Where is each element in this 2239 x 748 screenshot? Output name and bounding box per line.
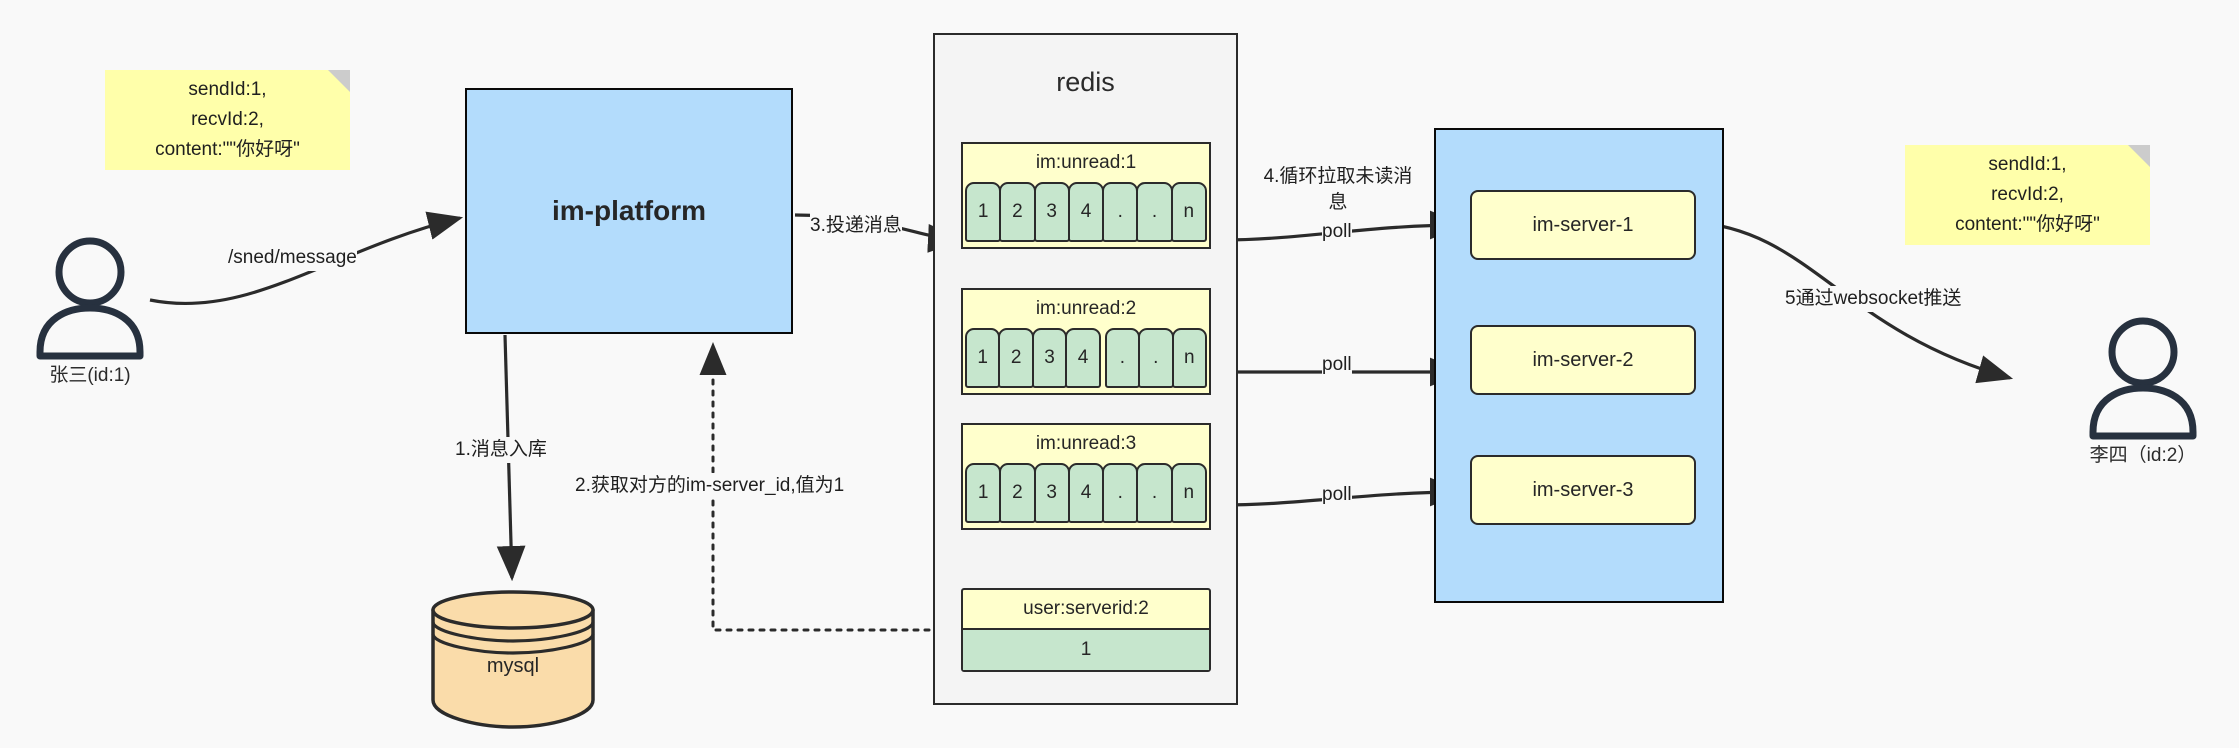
edge-server1-to-receiver bbox=[1689, 220, 2014, 384]
edge-label-step2: 2.获取对方的im-server_id,值为1 bbox=[575, 473, 845, 499]
edge-label-poll-1: poll bbox=[1322, 219, 1352, 245]
note-fold-icon bbox=[2128, 145, 2150, 167]
redis-queue-3: im:unread:3 1 2 3 4 . . n bbox=[961, 423, 1211, 530]
mysql-label: mysql bbox=[486, 655, 540, 677]
queue-cells-3: 1 2 3 4 . . n bbox=[963, 463, 1209, 526]
note-fold-icon bbox=[328, 70, 350, 92]
queue-cell: n bbox=[1171, 328, 1207, 388]
im-server-1-label: im-server-1 bbox=[1532, 213, 1634, 236]
queue-cell: 1 bbox=[965, 463, 1002, 523]
im-platform-box[interactable]: im-platform bbox=[465, 88, 793, 334]
mysql-cylinder bbox=[431, 590, 595, 729]
queue-cell: . bbox=[1138, 328, 1174, 388]
edge-label-step3: 3.投递消息 bbox=[810, 213, 902, 239]
queue-cell: 3 bbox=[1033, 463, 1070, 523]
queue-cell: 4 bbox=[1067, 182, 1105, 242]
queue-cell: 2 bbox=[999, 182, 1036, 242]
queue-cell: 4 bbox=[1067, 463, 1105, 523]
note-left: sendId:1, recvId:2, content:""你好呀" bbox=[105, 70, 350, 170]
queue-cell: 2 bbox=[999, 463, 1036, 523]
queue-key-2: im:unread:2 bbox=[1035, 298, 1137, 319]
redis-queue-1: im:unread:1 1 2 3 4 . . n bbox=[961, 142, 1211, 249]
note-right: sendId:1, recvId:2, content:""你好呀" bbox=[1905, 145, 2150, 245]
queue-cell: 2 bbox=[998, 328, 1034, 388]
im-server-2-box[interactable]: im-server-2 bbox=[1470, 325, 1696, 395]
queue-cell: . bbox=[1136, 463, 1173, 523]
redis-kv-box: user:serverid:2 1 bbox=[961, 588, 1211, 672]
queue-cell: 3 bbox=[1033, 182, 1070, 242]
im-server-3-box[interactable]: im-server-3 bbox=[1470, 455, 1696, 525]
note-right-text: sendId:1, recvId:2, content:""你好呀" bbox=[1955, 154, 2100, 235]
queue-cells-2: 1 2 3 4 . . n bbox=[963, 328, 1209, 391]
receiver-label: 李四（id:2） bbox=[2089, 445, 2197, 466]
edge-label-step1: 1.消息入库 bbox=[455, 437, 547, 463]
avatar-receiver bbox=[2089, 317, 2197, 440]
queue-cell: n bbox=[1170, 463, 1207, 523]
queue-cell: 3 bbox=[1031, 328, 1068, 388]
edge-sender-to-platform bbox=[149, 211, 464, 306]
edge-label-step5: 5通过websocket推送 bbox=[1785, 286, 1962, 312]
im-platform-label: im-platform bbox=[552, 195, 706, 226]
redis-queue-2: im:unread:2 1 2 3 4 . . n bbox=[961, 288, 1211, 395]
queue-cell: 1 bbox=[965, 328, 1001, 388]
edge-label-step4: 4.循环拉取未读消 息 bbox=[1258, 164, 1418, 216]
note-left-text: sendId:1, recvId:2, content:""你好呀" bbox=[155, 79, 300, 160]
avatar-sender bbox=[36, 237, 144, 360]
redis-kv-key: user:serverid:2 bbox=[1023, 598, 1149, 619]
queue-cell: 4 bbox=[1065, 328, 1101, 388]
redis-title: redis bbox=[1056, 67, 1115, 97]
edge-redis-to-platform-dotted bbox=[699, 342, 964, 632]
edge-label-poll-2: poll bbox=[1322, 352, 1352, 378]
sender-label: 张三(id:1) bbox=[49, 365, 131, 386]
queue-cell: . bbox=[1136, 182, 1173, 242]
queue-key-3: im:unread:3 bbox=[1035, 433, 1137, 454]
queue-key-1: im:unread:1 bbox=[1035, 152, 1137, 173]
queue-cell: . bbox=[1102, 463, 1139, 523]
redis-kv-value: 1 bbox=[963, 628, 1209, 670]
im-server-1-box[interactable]: im-server-1 bbox=[1470, 190, 1696, 260]
queue-cell: . bbox=[1104, 328, 1141, 388]
im-server-3-label: im-server-3 bbox=[1532, 478, 1634, 501]
queue-cell: . bbox=[1102, 182, 1139, 242]
queue-cell: 1 bbox=[965, 182, 1002, 242]
edge-label-send-message: /sned/message bbox=[228, 245, 357, 271]
queue-cells-1: 1 2 3 4 . . n bbox=[963, 182, 1209, 245]
queue-cell: n bbox=[1170, 182, 1207, 242]
im-server-2-label: im-server-2 bbox=[1532, 348, 1634, 371]
edge-label-poll-3: poll bbox=[1322, 482, 1352, 508]
